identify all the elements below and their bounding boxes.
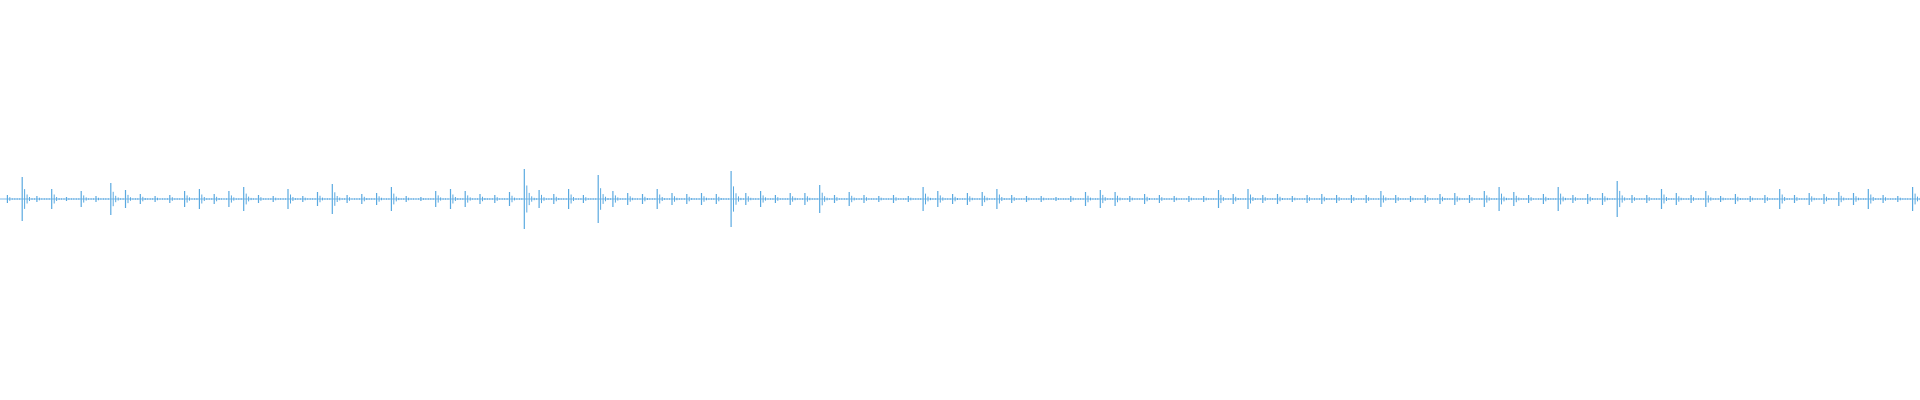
waveform-peaks [6, 169, 1920, 229]
